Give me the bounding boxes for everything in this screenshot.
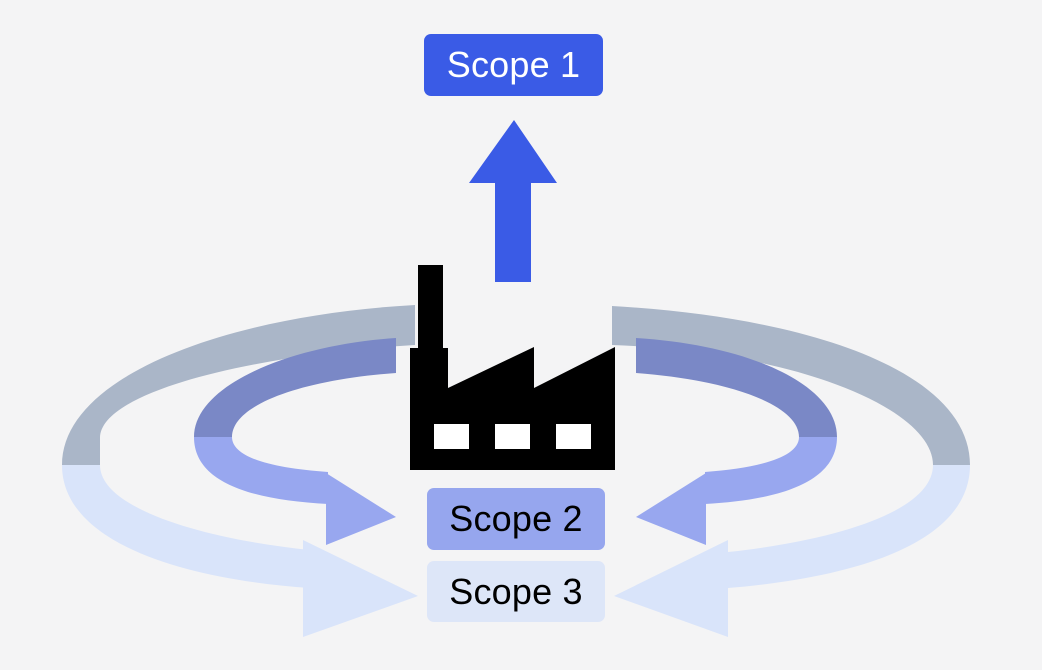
scope-1-label: Scope 1 — [424, 34, 603, 96]
scope-2-text: Scope 2 — [449, 498, 583, 539]
scope2-ring-right-top — [636, 338, 837, 437]
scope-1-text: Scope 1 — [446, 44, 581, 85]
scope3-ring — [62, 305, 970, 637]
scope3-ring-right-bottom — [728, 465, 970, 588]
scope-3-label: Scope 3 — [427, 561, 605, 622]
factory-window-2 — [495, 424, 530, 449]
scope3-arrow-left — [303, 540, 418, 637]
scope3-ring-left-bottom — [62, 465, 310, 588]
scope2-arrow-right — [636, 473, 706, 545]
arrow-up-icon — [469, 120, 557, 282]
scope-3-text: Scope 3 — [449, 570, 583, 612]
scope2-arrow-left — [326, 473, 396, 545]
scope2-ring — [194, 338, 837, 545]
factory-window-3 — [556, 424, 591, 449]
scope3-ring-left-top — [62, 305, 415, 465]
scope3-arrow-right — [614, 540, 728, 637]
scope2-ring-left-top — [194, 338, 396, 437]
scope2-ring-left-bottom — [194, 437, 328, 504]
scope3-ring-right-top — [612, 306, 970, 465]
factory-window-1 — [434, 424, 469, 449]
factory-icon — [410, 265, 615, 470]
scope-2-label: Scope 2 — [427, 488, 605, 550]
scope2-ring-right-bottom — [705, 437, 837, 504]
